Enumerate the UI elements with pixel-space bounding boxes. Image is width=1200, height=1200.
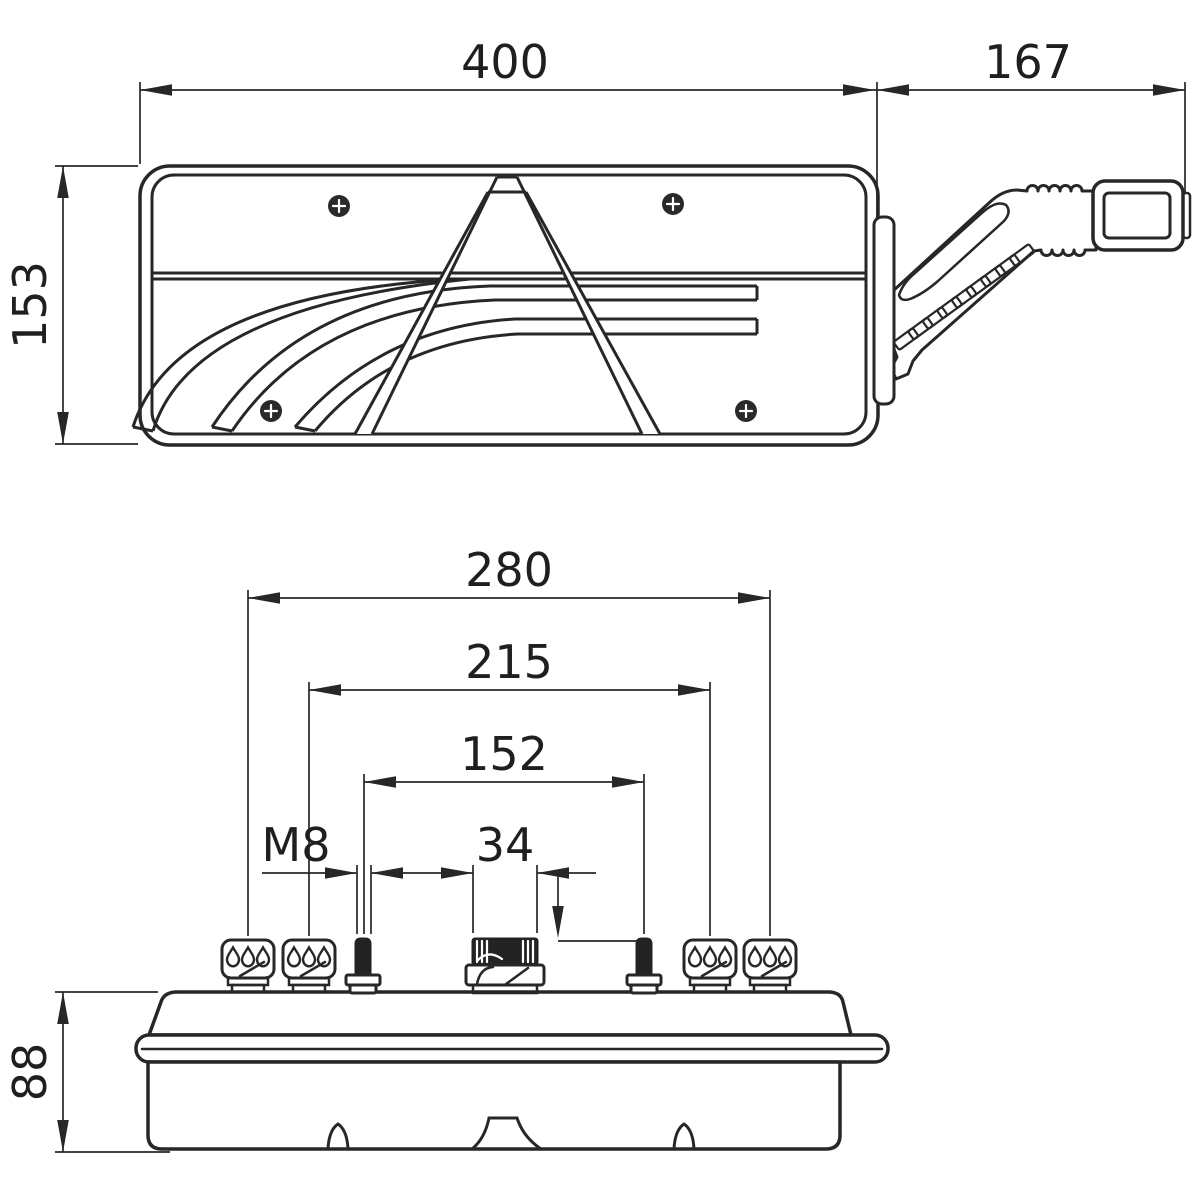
dim-label-mount-inner: 215 — [465, 635, 553, 689]
housing-bottom-nub — [326, 1122, 350, 1150]
dimension-280: 280 — [247, 543, 771, 936]
side-marker-arm — [872, 179, 1192, 406]
lens-divider — [152, 271, 866, 281]
tail-lamp-front-view: 400 167 153 — [3, 35, 1192, 447]
screw-icon — [662, 193, 684, 215]
dimension-34-M8: 34 M8 — [262, 818, 637, 942]
dim-label-body-depth: 88 — [3, 1043, 57, 1102]
dimension-153: 153 — [3, 165, 138, 445]
housing-top-section — [147, 990, 853, 1037]
screw-icon — [260, 400, 282, 422]
dim-label-body-width: 400 — [461, 35, 549, 89]
warning-triangle — [353, 175, 662, 435]
dim-label-marker-arm: 167 — [984, 35, 1072, 89]
cable-gland-blocks — [220, 938, 798, 994]
cable-gland — [220, 938, 276, 994]
dim-label-stud-spacing: 152 — [460, 727, 548, 781]
side-marker-lamp-head — [1091, 179, 1192, 252]
dimension-215: 215 — [308, 635, 711, 936]
housing-bottom-boss — [471, 1116, 542, 1151]
mounting-stud-right — [625, 937, 663, 995]
dimension-400-167: 400 167 — [139, 35, 1186, 218]
tail-lamp-bottom-view: 280 215 152 — [3, 543, 890, 1153]
dim-label-body-height: 153 — [3, 261, 57, 349]
dim-label-stud-thread: M8 — [262, 818, 331, 872]
dim-label-connector-width: 34 — [476, 818, 535, 872]
screw-icon — [735, 400, 757, 422]
marker-arm-bracket — [872, 215, 896, 406]
screw-heads — [260, 193, 757, 422]
central-connector — [464, 937, 546, 995]
marker-arm-groove — [897, 202, 1010, 302]
cable-gland — [742, 938, 798, 994]
mounting-stud-left — [344, 937, 382, 995]
cable-gland — [281, 938, 337, 994]
lamp-lens-frame — [150, 173, 868, 436]
dimension-88: 88 — [3, 991, 170, 1153]
cable-gland — [682, 938, 738, 994]
dim-label-mount-outer: 280 — [465, 543, 553, 597]
screw-icon — [328, 195, 350, 217]
housing-lower-body — [146, 1060, 842, 1151]
dimension-152: 152 — [363, 727, 645, 934]
housing-bottom-nub — [672, 1122, 696, 1150]
